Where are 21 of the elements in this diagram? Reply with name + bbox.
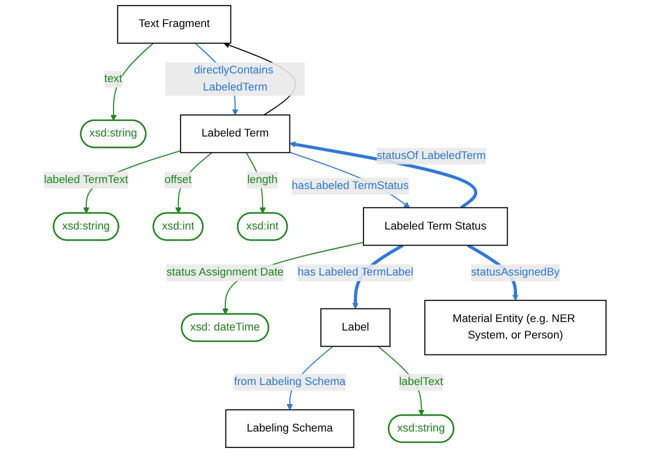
node-box: Label [320, 308, 390, 347]
node-box: Text Fragment [117, 5, 232, 44]
edge-label: labeled TermText [44, 174, 128, 186]
edge-label: statusAssignedBy [471, 266, 560, 278]
edge-label: statusOf LabeledTerm [376, 150, 486, 162]
edge-label: has Labeled TermLabel [298, 266, 414, 278]
edge-label: text [104, 72, 122, 85]
arrow [289, 141, 478, 209]
arrow [110, 42, 154, 121]
edge-label: length [247, 174, 278, 186]
arrow [290, 152, 410, 208]
node-box: Labeled Term [180, 114, 290, 154]
edge-label: directlyContains LabeledTerm [194, 64, 274, 94]
edge-label: hasLabeled TermStatus [292, 180, 409, 192]
node-box: Labeled Term Status [362, 207, 508, 246]
edge-label: from Labeling Schema [234, 376, 346, 388]
edge-label: status Assignment Date [166, 266, 284, 278]
node-box: Labeling Schema [225, 409, 354, 448]
edge-label: offset [164, 174, 192, 186]
edge-label: labelText [399, 376, 444, 388]
node-box: Material Entity (e.g. NER System, or Person) [424, 300, 607, 356]
